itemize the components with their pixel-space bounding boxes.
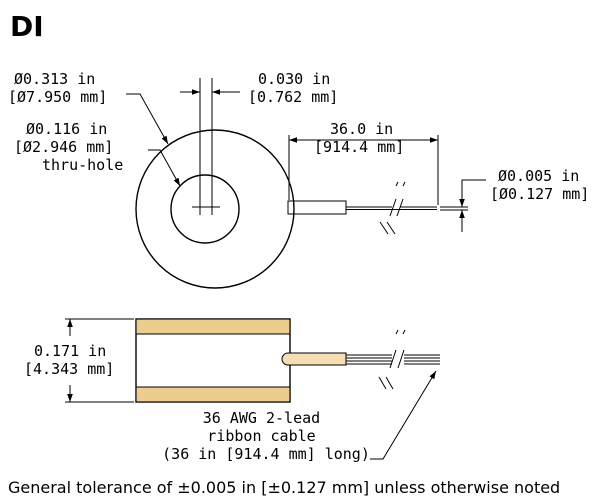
outer-diameter-leader xyxy=(126,93,169,145)
part-title: DI xyxy=(10,10,44,43)
wire-leader xyxy=(461,179,486,186)
side-stripe-bottom xyxy=(136,387,290,402)
side-stripe-top xyxy=(136,319,290,334)
side-break-slash-2 xyxy=(385,376,394,390)
side-break-slash xyxy=(378,376,387,390)
top-break-tick xyxy=(395,181,399,187)
cable-length-label: 36.0 in [914.4 mm] xyxy=(314,120,404,156)
top-break-tick-2 xyxy=(402,181,406,187)
top-break-mark xyxy=(389,198,397,217)
side-break-tick-2 xyxy=(402,329,406,335)
outer-diameter-label: Ø0.313 in [Ø7.950 mm] xyxy=(8,70,107,106)
hole-leader xyxy=(148,149,181,187)
toroid-hole xyxy=(170,174,240,244)
height-label: 0.171 in [4.343 mm] xyxy=(24,342,115,378)
side-break-tick xyxy=(395,329,399,335)
side-cable-body xyxy=(281,352,347,366)
toroid-outer xyxy=(135,129,295,289)
top-break-slash-2 xyxy=(386,221,396,235)
top-break-mark-2 xyxy=(396,198,404,217)
gap-label: 0.030 in [0.762 mm] xyxy=(248,70,339,106)
side-view: 0.171 in [4.343 mm] 36 AWG 2-lead ribbon… xyxy=(24,318,440,463)
top-break-slash xyxy=(379,221,389,235)
cable-note-label: 36 AWG 2-lead ribbon cable (36 in [914.4… xyxy=(162,409,370,463)
wire-diameter-label: Ø0.005 in [Ø0.127 mm] xyxy=(490,167,589,203)
hole-label: Ø0.116 in [Ø2.946 mm] thru-hole xyxy=(14,120,123,174)
side-break-mark-2 xyxy=(397,349,405,369)
top-view: Ø0.313 in [Ø7.950 mm] 0.030 in [0.762 mm… xyxy=(8,70,589,289)
side-break-mark xyxy=(389,349,397,369)
cable-note-leader xyxy=(370,370,437,460)
tolerance-footnote: General tolerance of ±0.005 in [±0.127 m… xyxy=(8,478,560,497)
top-cable-body xyxy=(287,200,347,215)
